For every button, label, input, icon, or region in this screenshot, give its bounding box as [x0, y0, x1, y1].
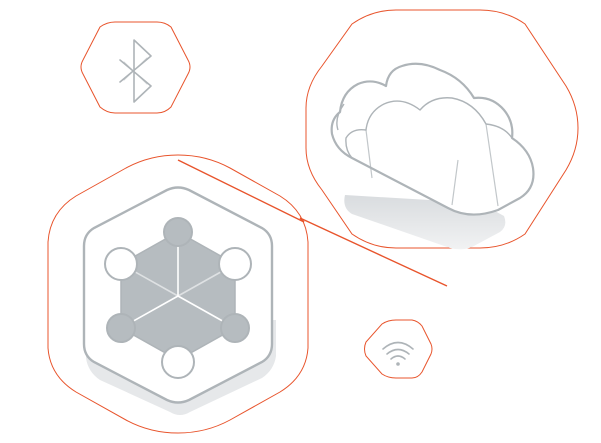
cloud-node [305, 9, 579, 250]
hub-hex-frame [47, 154, 309, 434]
network-dot-top [163, 217, 193, 247]
cloud-icon [330, 62, 535, 216]
wifi-hex-frame [364, 319, 433, 379]
bluetooth-hex-frame [80, 21, 191, 114]
network-dot-bottom [161, 345, 195, 379]
wifi-icon [382, 341, 414, 366]
bluetooth-node [80, 21, 191, 114]
network-dot-upper-left [104, 247, 138, 281]
hexagon-network-icon [104, 217, 252, 379]
wifi-node [364, 319, 433, 379]
cloud-hex-frame [305, 9, 579, 249]
network-dot-lower-left [106, 313, 136, 343]
network-dot-upper-right [218, 247, 252, 281]
network-dot-lower-right [220, 313, 250, 343]
hub-node [47, 154, 309, 434]
bluetooth-icon [119, 39, 152, 103]
